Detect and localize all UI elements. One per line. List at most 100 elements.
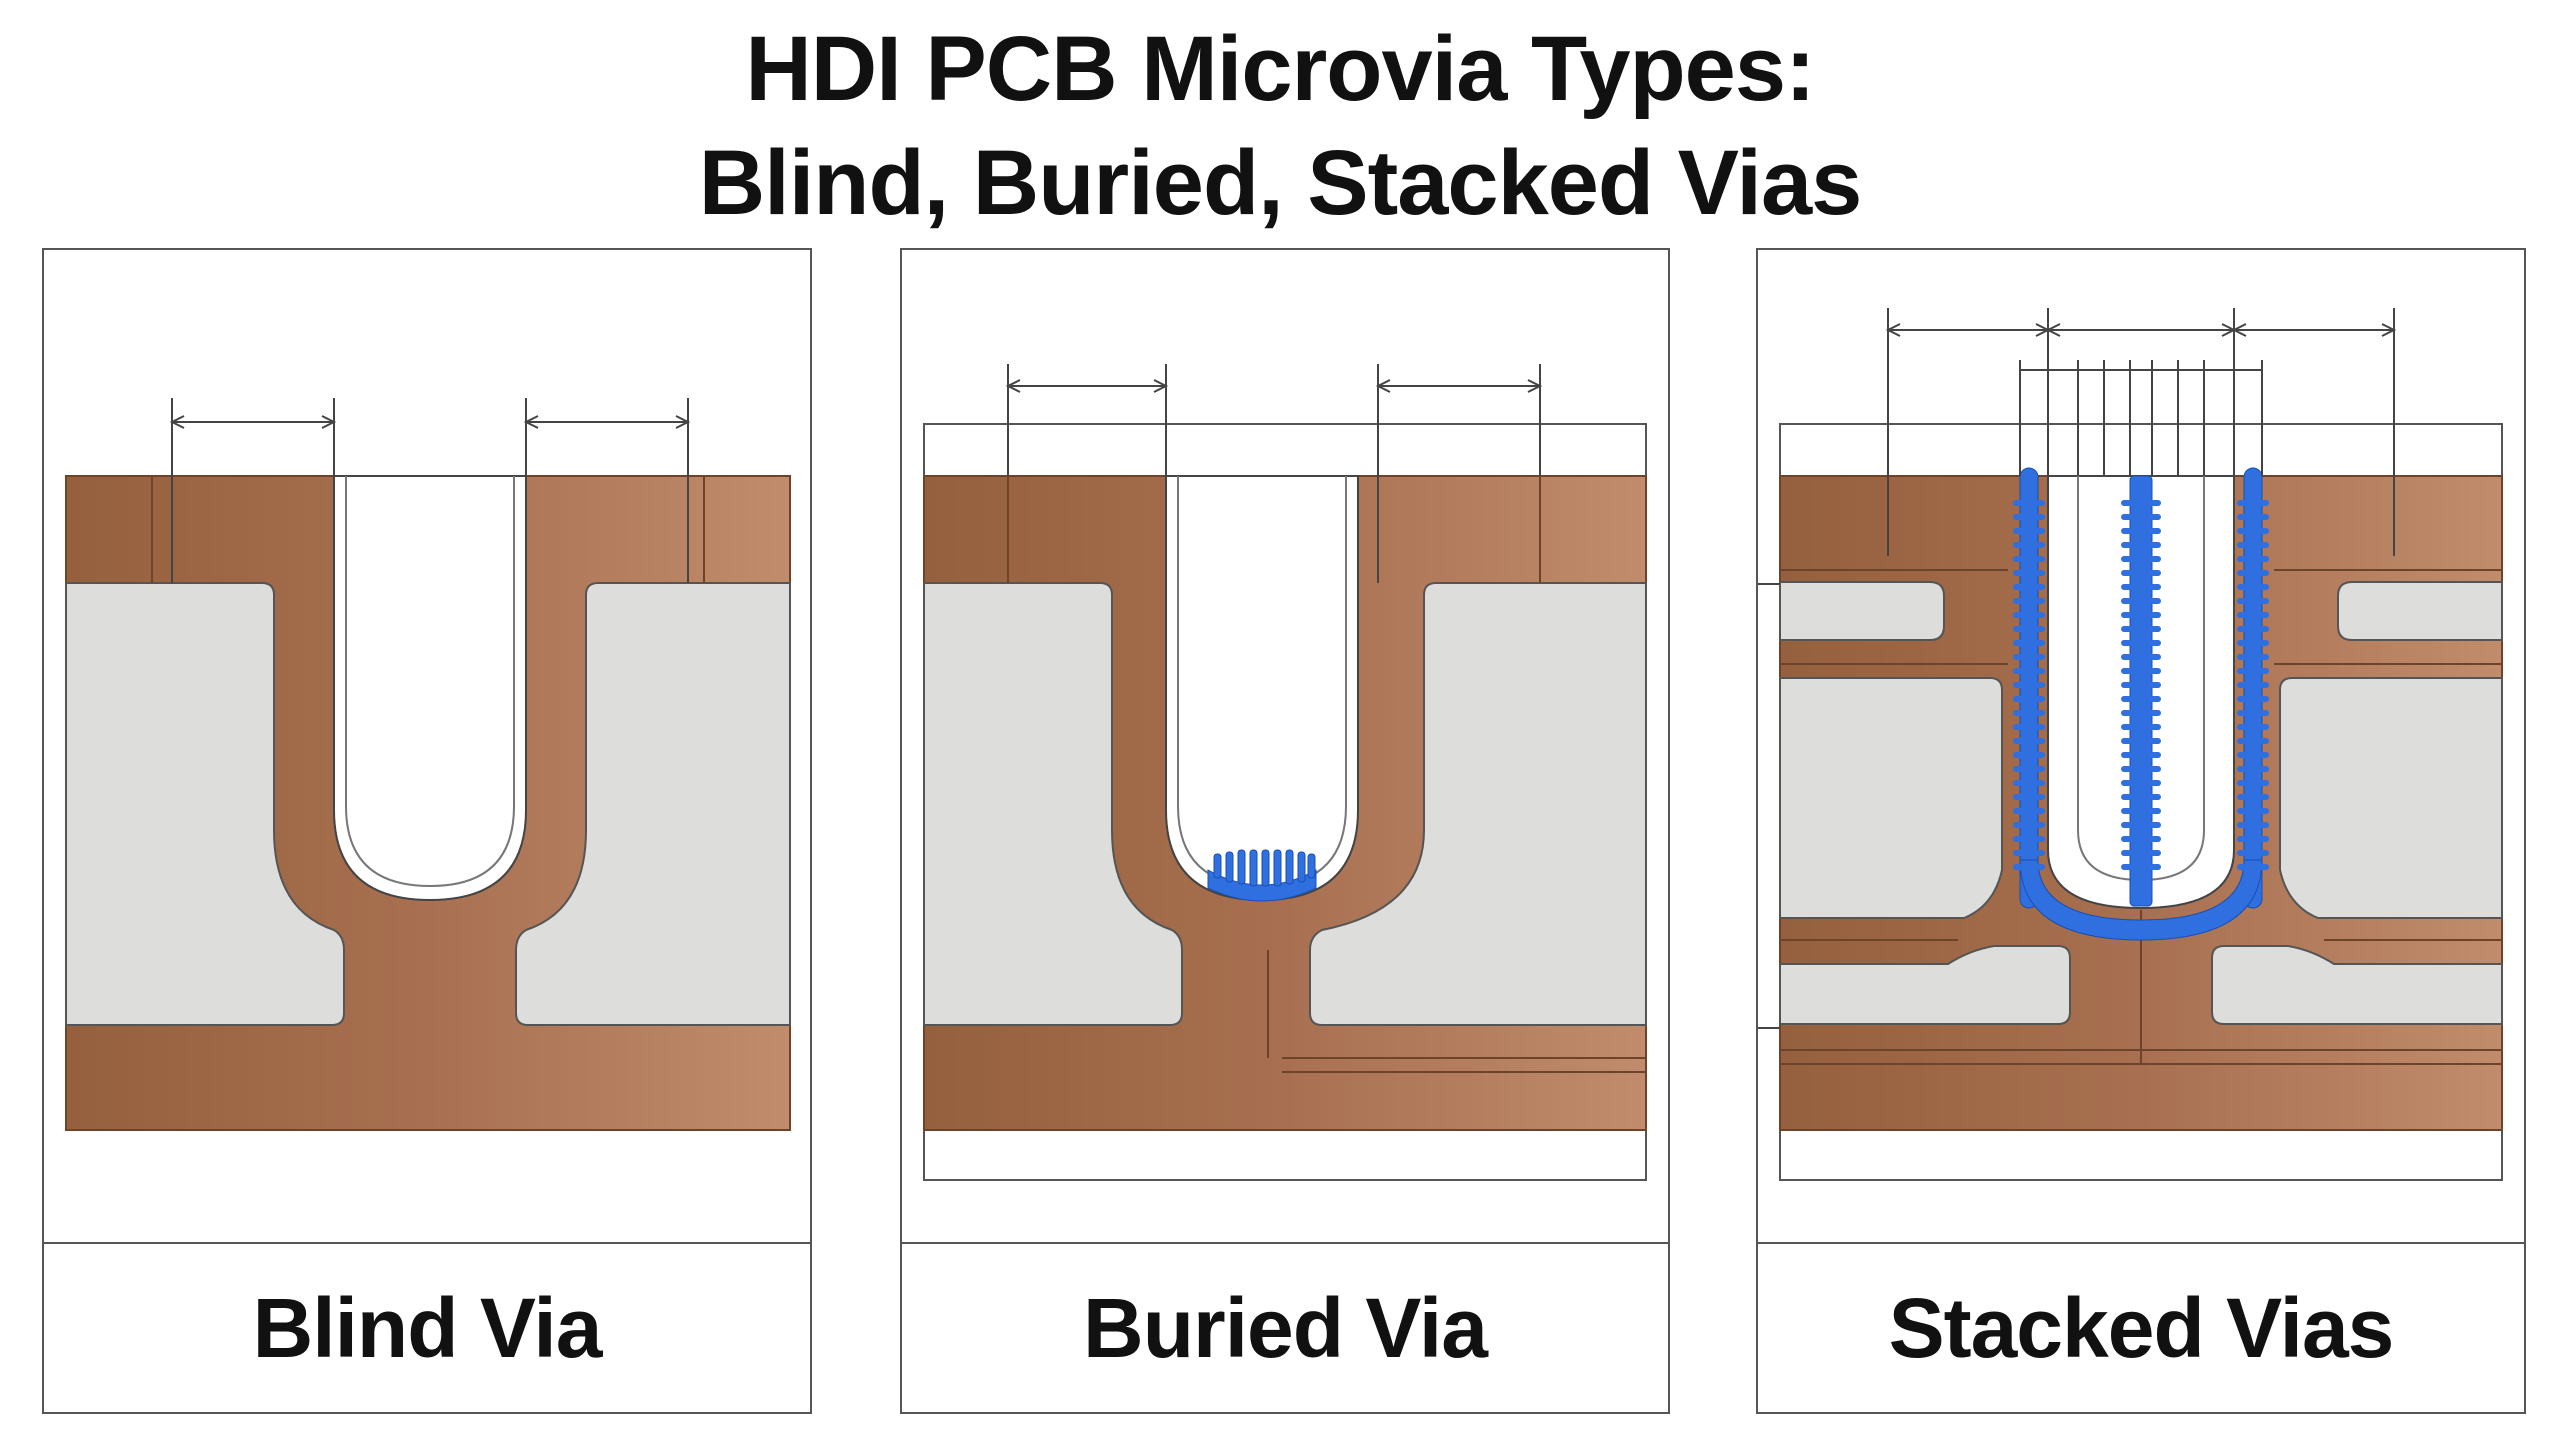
stacked-plating-fin <box>2013 556 2045 562</box>
stacked-plating-fin <box>2237 528 2269 534</box>
stacked-plating-fin <box>2013 738 2045 744</box>
buried-via-label: Buried Via <box>902 1242 1668 1412</box>
stacked-plating-fin <box>2237 668 2269 674</box>
stacked-plating-fin <box>2013 836 2045 842</box>
stacked-plating-fin <box>2237 780 2269 786</box>
stacked-plating-fin <box>2237 738 2269 744</box>
title-line-2: Blind, Buried, Stacked Vias <box>698 132 1863 234</box>
buried-via-diagram <box>923 364 1647 1181</box>
stacked-plating-fin <box>2121 668 2161 674</box>
stacked-plating-fin <box>2237 640 2269 646</box>
buried-dielectric-right <box>1309 582 1647 1026</box>
stacked-plating-fin <box>2237 556 2269 562</box>
stacked-plating-fin <box>2013 514 2045 520</box>
stacked-plating-fin <box>2013 612 2045 618</box>
stacked-plating-fin <box>2013 654 2045 660</box>
blind-dielectric-left <box>65 582 345 1026</box>
stacked-plating-fin <box>2013 822 2045 828</box>
stacked-plating-fin <box>2121 724 2161 730</box>
stacked-plating-fin <box>2121 528 2161 534</box>
stacked-plating-fin <box>2121 626 2161 632</box>
stacked-plating-fin <box>2237 752 2269 758</box>
stacked-plating-fin <box>2013 696 2045 702</box>
stacked-trace-lines <box>1780 569 2502 1065</box>
stacked-plating-fin <box>2013 640 2045 646</box>
stacked-plating-fin <box>2237 514 2269 520</box>
stacked-plating-fin <box>2121 598 2161 604</box>
stacked-plating-fin <box>2237 794 2269 800</box>
stacked-plating-fin <box>2121 542 2161 548</box>
stacked-plating-fin <box>2013 780 2045 786</box>
stacked-plating-fin <box>2013 850 2045 856</box>
stacked-plating-fin <box>2121 570 2161 576</box>
buried-dielectric-left <box>923 582 1183 1026</box>
stacked-plating-fin <box>2013 668 2045 674</box>
stacked-plating-fin <box>2121 822 2161 828</box>
stacked-plating-fin <box>2013 682 2045 688</box>
stacked-plating-fin <box>2121 500 2161 506</box>
stacked-plating-fin <box>2013 724 2045 730</box>
buried-dimension-left <box>1005 364 1169 476</box>
stacked-plating-fin <box>2013 794 2045 800</box>
stacked-plating-fin <box>2121 584 2161 590</box>
stacked-dimension-lines <box>1885 308 2397 556</box>
stacked-plating-fin <box>2121 794 2161 800</box>
stacked-plating-fin <box>2237 584 2269 590</box>
stacked-dielectric-layers <box>1779 581 2503 1025</box>
blind-via-label: Blind Via <box>44 1242 810 1412</box>
stacked-plating-fin <box>2237 542 2269 548</box>
stacked-plating-fin <box>2013 864 2045 870</box>
stacked-plating-fin <box>2237 808 2269 814</box>
stacked-plating-fin <box>2013 710 2045 716</box>
stacked-plating-fin <box>2121 612 2161 618</box>
stacked-vias-label: Stacked Vias <box>1758 1242 2524 1412</box>
stacked-plating-fin <box>2237 724 2269 730</box>
stacked-blue-fins <box>2013 500 2269 870</box>
blind-via-diagram <box>65 398 791 1131</box>
stacked-plating-fin <box>2121 738 2161 744</box>
stacked-plating-fin <box>2237 766 2269 772</box>
stacked-plating-fin <box>2237 864 2269 870</box>
stacked-plating-fin <box>2121 556 2161 562</box>
stacked-plating-fin <box>2237 598 2269 604</box>
stacked-plating-fin <box>2237 570 2269 576</box>
stacked-plating-fin <box>2121 752 2161 758</box>
stacked-plating-fin <box>2013 584 2045 590</box>
stacked-plating-fin <box>2121 808 2161 814</box>
stacked-plating-fin <box>2237 682 2269 688</box>
stacked-plating-fin <box>2121 780 2161 786</box>
blind-via-hole <box>333 475 527 902</box>
blind-dimension-left <box>169 398 337 583</box>
stacked-plating-fin <box>2013 626 2045 632</box>
buried-dimension-right <box>1375 364 1543 583</box>
stacked-plating-fin <box>2013 766 2045 772</box>
stacked-plating-fin <box>2013 528 2045 534</box>
buried-blue-plating <box>1207 849 1317 902</box>
blind-dimension-right <box>523 398 691 583</box>
title-line-1: HDI PCB Microvia Types: <box>745 18 1815 120</box>
stacked-plating-fin <box>2013 808 2045 814</box>
stacked-plating-fin <box>2121 836 2161 842</box>
stacked-plating-fin <box>2121 514 2161 520</box>
stacked-plating-fin <box>2013 542 2045 548</box>
stacked-plating-fin <box>2121 696 2161 702</box>
stacked-plating-fin <box>2121 682 2161 688</box>
stacked-plating-fin <box>2013 570 2045 576</box>
stacked-plating-fin <box>2237 696 2269 702</box>
buried-via-panel: Buried Via <box>900 248 1670 1414</box>
stacked-plating-fin <box>2237 822 2269 828</box>
stacked-plating-fin <box>2121 710 2161 716</box>
stacked-plating-fin <box>2237 626 2269 632</box>
blind-via-plating-line <box>345 476 515 888</box>
stacked-plating-fin <box>2237 500 2269 506</box>
stacked-plating-fin <box>2121 850 2161 856</box>
stacked-plating-fin <box>2013 500 2045 506</box>
stacked-plating-fin <box>2121 766 2161 772</box>
stacked-plating-fin <box>2121 640 2161 646</box>
blind-dielectric-right <box>515 582 791 1026</box>
stacked-plating-fin <box>2237 612 2269 618</box>
stacked-plating-fin <box>2013 598 2045 604</box>
stacked-plating-fin <box>2237 836 2269 842</box>
stacked-vias-panel: Stacked Vias <box>1756 248 2526 1414</box>
stacked-plating-fin <box>2237 850 2269 856</box>
